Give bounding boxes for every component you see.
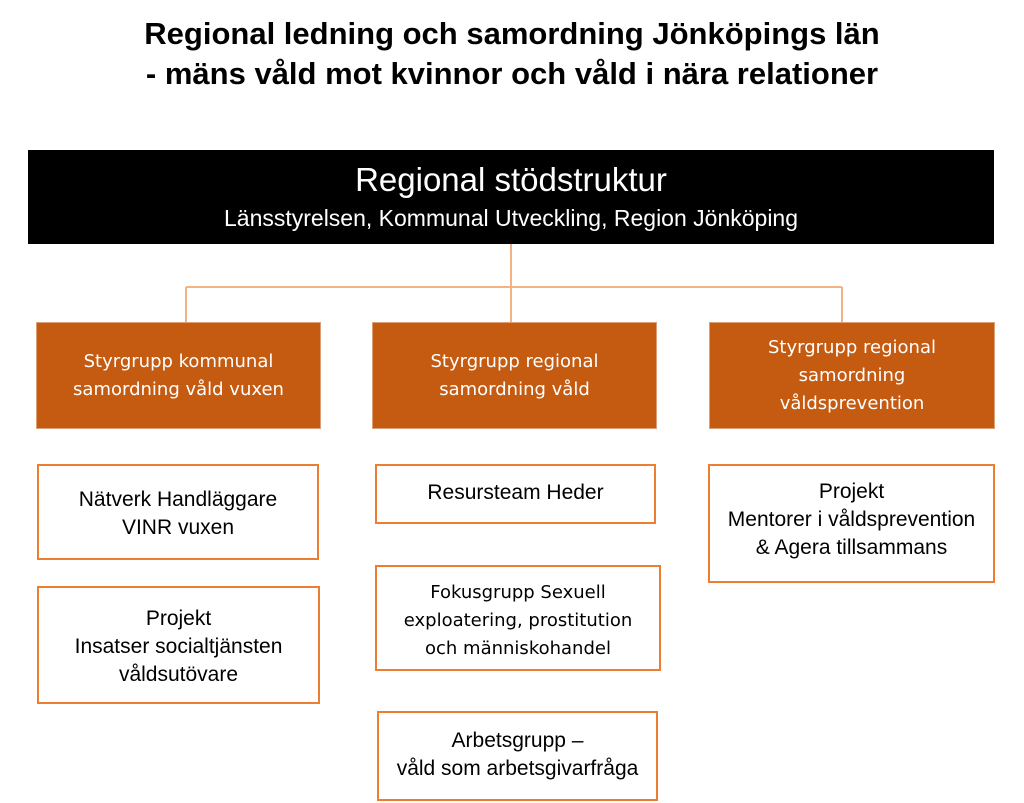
box-line: Insatser socialtjänsten [74,635,283,658]
box-line: Mentorer i våldsprevention [727,508,976,531]
box-line: Fokusgrupp Sexuell [430,582,606,603]
box-line: våldsutövare [118,663,239,686]
box-focus-group-exploitation: Fokusgrupp Sexuell exploatering, prostit… [375,565,661,671]
box-line: exploatering, prostitution [403,610,633,631]
box-project-social-services: Projekt Insatser socialtjänsten våldsutö… [37,586,320,704]
steering-group-municipal: Styrgrupp kommunal samordning våld vuxen [36,322,321,429]
box-line: Arbetsgrupp – [451,729,584,752]
diagram-title: Regional ledning och samordning Jönköpin… [0,14,1024,94]
box-line: Projekt [145,607,212,630]
regional-support-banner: Regional stödstruktur Länsstyrelsen, Kom… [28,150,994,244]
box-line: & Agera tillsammans [755,536,948,559]
steering-group-violence-prevention: Styrgrupp regional samordning våldspreve… [709,322,995,429]
steering-group-line: Styrgrupp regional [430,350,599,372]
title-line-1: Regional ledning och samordning Jönköpin… [144,16,880,51]
box-line: Nätverk Handläggare [78,488,278,511]
steering-group-line: samordning [798,364,906,386]
box-line: våld som arbetsgivarfråga [396,757,639,780]
box-resource-team-honor: Resursteam Heder [375,464,656,524]
box-line: och människohandel [425,638,611,659]
box-line: Resursteam Heder [427,481,604,504]
box-line: Projekt [818,480,885,503]
box-working-group-employer: Arbetsgrupp – våld som arbetsgivarfråga [377,711,658,801]
steering-group-line: samordning våld vuxen [73,378,284,400]
steering-group-line: samordning våld [439,378,590,400]
steering-group-line: våldsprevention [779,392,925,414]
banner-heading: Regional stödstruktur [355,161,667,198]
box-network-handlers: Nätverk Handläggare VINR vuxen [37,464,319,560]
title-line-2: - mäns våld mot kvinnor och våld i nära … [145,56,879,91]
box-project-mentors: Projekt Mentorer i våldsprevention & Age… [708,464,995,583]
steering-group-line: Styrgrupp kommunal [83,350,274,372]
steering-group-regional-violence: Styrgrupp regional samordning våld [372,322,657,429]
box-line: VINR vuxen [121,516,235,539]
steering-group-line: Styrgrupp regional [768,336,936,358]
banner-subheading: Länsstyrelsen, Kommunal Utveckling, Regi… [223,205,799,231]
